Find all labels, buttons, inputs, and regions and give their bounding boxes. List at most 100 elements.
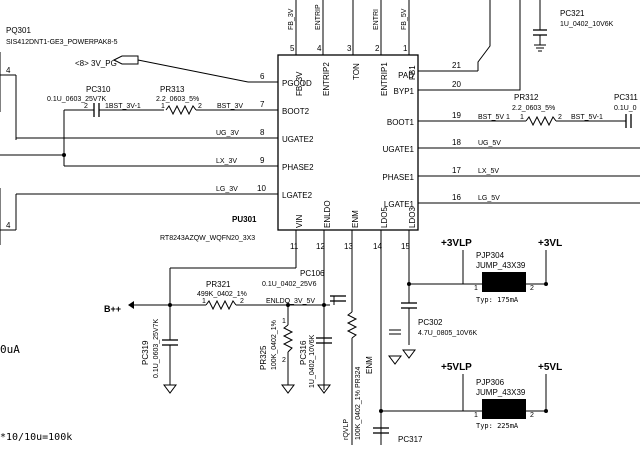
pjp306-ref: PJP306 (476, 378, 505, 387)
pin-number: 14 (373, 242, 382, 251)
pin-number: 1 (403, 44, 408, 53)
pr325-body (282, 324, 294, 353)
pin-number: 5 (290, 44, 295, 53)
pin-name: UGATE1 (383, 145, 415, 154)
net-label: BST_5V-1 (571, 114, 603, 121)
pr321-ref: PR321 (206, 280, 231, 289)
pin-name: BOOT2 (282, 107, 310, 116)
pin-number: 12 (316, 242, 325, 251)
pjp304-body (482, 272, 526, 292)
ic-left-pins (248, 81, 278, 195)
pg-port-label: <8> 3V_PG (75, 59, 117, 68)
net-label: rQVLP (343, 419, 350, 440)
junction-dot (379, 409, 383, 413)
ground-symbol (388, 355, 402, 365)
pad-wire (477, 0, 491, 71)
pr321-value: 499K_0402_1% (197, 291, 247, 298)
pin-name: ENTRIP2 (322, 62, 331, 96)
pc321-ref: PC321 (560, 9, 585, 18)
pc311-ref: PC311 (614, 93, 638, 102)
top-wire-label: ENTRI (373, 9, 380, 30)
ground-symbol (402, 349, 416, 359)
pg-wire (137, 59, 249, 83)
pin-name: LGATE1 (384, 200, 415, 209)
pc311-value: 0.1U_0 (614, 105, 637, 112)
pin-number: 2 (375, 44, 380, 53)
net-label: LX_5V (478, 168, 499, 175)
ic-part: RT8243AZQW_WQFN20_3X3 (160, 235, 255, 242)
pin-name: LGATE2 (282, 191, 313, 200)
junction-dot (62, 153, 66, 157)
pjp306-part: JUMP_43X39 (476, 388, 526, 397)
pin-number: 1 (520, 114, 524, 121)
pin-number: 2 (530, 285, 534, 292)
pjp306-typ: Typ: 225mA (476, 422, 519, 430)
byp1-wire (478, 0, 521, 91)
mosfet-part: SIS412DNT1-GE3_POWERPAK8-5 (6, 39, 118, 46)
pin-name: PGOOD (282, 79, 312, 88)
pin-number: 21 (452, 61, 461, 70)
pc317-ref: PC317 (398, 435, 423, 444)
side-note: 0uA (0, 343, 20, 356)
top-wire-label: FB_5V (401, 8, 408, 30)
pin-name: UGATE2 (282, 135, 314, 144)
pr313-value: 2.2_0603_5% (156, 96, 199, 103)
pin-number: 19 (452, 111, 461, 120)
pin-number: 2 (282, 357, 286, 364)
pc316-value: 1U_0402_10V6K (309, 334, 316, 388)
rail-label: +5VL (538, 362, 562, 373)
mosfet-ref: PQ301 (6, 26, 31, 35)
pin-name: LDO5 (380, 207, 389, 228)
top-wire-label: FB_3V (288, 8, 295, 30)
pc321-value: 1U_0402_10V6K (560, 21, 614, 28)
rail-label: +5VLP (441, 362, 472, 373)
pin-name: FB1 (408, 65, 417, 80)
pin-name: PHASE2 (282, 163, 314, 172)
rail-label: +3VLP (441, 238, 472, 249)
pin-number: 11 (290, 242, 299, 251)
pr325-ref: PR325 (259, 345, 268, 370)
pin-number: 8 (260, 128, 265, 137)
pin-number: 17 (452, 166, 461, 175)
pjp304-ref: PJP304 (476, 251, 505, 260)
bpp-label: B++ (104, 304, 121, 314)
pin-name: VIN (295, 214, 304, 228)
pin-number: 2 (558, 114, 562, 121)
pin-name: LDO3 (408, 207, 417, 228)
pin-number: 2 (530, 412, 534, 419)
pin-number: 1 (474, 412, 478, 419)
pc302-value: 4.7U_0805_10V6K (418, 330, 477, 337)
pc310-value: 0.1U_0603_25V7K (47, 96, 106, 103)
ground-symbol (163, 384, 177, 394)
pin-name: BYP1 (394, 87, 415, 96)
pin-number: 10 (257, 184, 266, 193)
pin-number: 18 (452, 138, 461, 147)
pin-number: 9 (260, 156, 265, 165)
ic-top-pins (295, 0, 410, 55)
pr312-body (525, 115, 557, 127)
pr313-body (165, 104, 197, 116)
enm-label: ENM (365, 356, 374, 374)
pin-number: 2 (84, 103, 88, 110)
pc302-ref: PC302 (418, 318, 443, 327)
pin-name: ENLDO (323, 200, 332, 228)
pr312-value: 2.2_0603_5% (512, 105, 555, 112)
pin-number: 16 (452, 193, 461, 202)
pin-name: TON (352, 63, 361, 80)
pin-name: PAD (398, 71, 414, 80)
net-label: LG_5V (478, 195, 500, 202)
pin-number: 2 (198, 103, 202, 110)
pjp304-typ: Typ: 175mA (476, 296, 519, 304)
pr321-body (205, 299, 237, 311)
net-label: BST_5V 1 (478, 114, 510, 121)
pr324-label: 100K_0402_1% (355, 390, 362, 440)
ground-symbol (317, 384, 331, 394)
bpp-arrow (128, 301, 134, 309)
pr324-ref: PR324 (355, 366, 362, 388)
pin-name: ENTRIP1 (380, 62, 389, 96)
pin-number: 13 (344, 242, 353, 251)
top-wire-label: ENTRIP (315, 4, 322, 30)
ic-right-pins (418, 70, 478, 204)
